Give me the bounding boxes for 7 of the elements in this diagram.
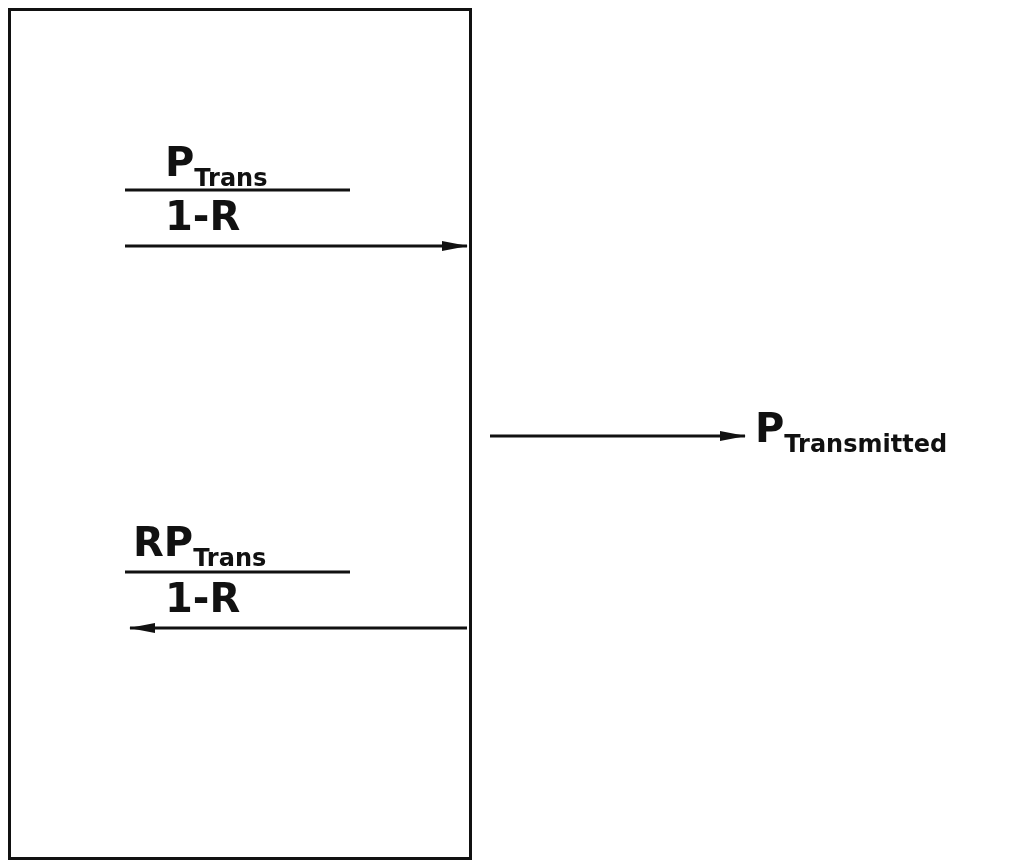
- numerator-label: P$_{Trans}$: [165, 142, 268, 190]
- numerator-label: RP$_{Trans}$: [133, 522, 267, 570]
- denominator-label: 1-R: [165, 578, 241, 618]
- arrow: [490, 431, 746, 441]
- denominator-label: 1-R: [165, 196, 241, 236]
- output-power-label: P$_{Transmitted}$: [755, 408, 948, 456]
- cavity-box: [8, 8, 472, 860]
